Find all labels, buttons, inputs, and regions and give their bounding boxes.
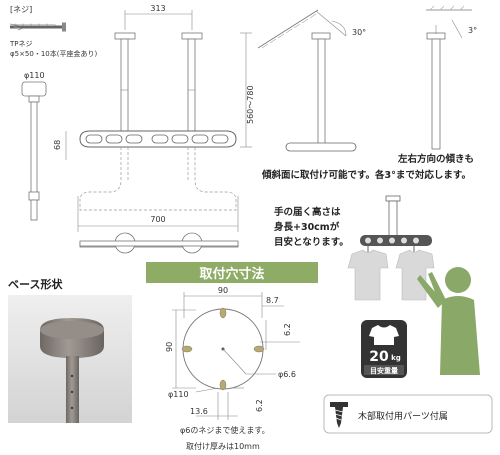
mount-hole	[219, 307, 227, 319]
note-thickness: 取付け厚みは10mm	[186, 441, 260, 451]
side-pole	[30, 101, 38, 195]
screw-icon	[9, 22, 66, 32]
wood-screw-icon	[330, 402, 348, 428]
wood-parts-section: 木部取付用パーツ付属	[323, 394, 493, 434]
mount-hole	[219, 379, 227, 391]
dim-90-side: 90	[165, 342, 174, 352]
right-pole	[187, 38, 196, 135]
dim-90-top: 90	[218, 286, 228, 295]
load-label: 目安重量	[370, 366, 398, 375]
screw-section: [ネジ] TPネジ φ5×50・10本(平座金あり)	[9, 5, 97, 58]
base-shape-section: ベース形状	[8, 277, 132, 423]
reach-illustration: 手の届く高さは 身長+30cmが 目安となります。	[274, 195, 480, 375]
angle-view: 30° 3° 左右方向の傾きも 傾斜面に取付け可能です。各3°まで対応します。	[257, 5, 477, 181]
dim-110: φ110	[168, 390, 189, 399]
mount-hole	[253, 345, 265, 353]
load-value: 20	[369, 349, 389, 365]
load-badge: 20 kg 目安重量	[361, 320, 407, 378]
mount-holes-header	[146, 262, 318, 283]
reach-line-3: 目安となります。	[274, 236, 349, 248]
left-pole	[120, 38, 129, 135]
dim-560-780: 560〜780	[246, 85, 255, 124]
tilt-note-2: 傾斜面に取付け可能です。各3°まで対応します。	[261, 169, 471, 181]
base-shape-title: ベース形状	[8, 277, 63, 291]
screw-spec-2: φ5×50・10本(平座金あり)	[10, 49, 97, 58]
mount-holes-title: 取付穴寸法	[199, 266, 264, 282]
sloped-ceiling	[257, 9, 319, 49]
dim-6-6: φ6.6	[278, 370, 296, 379]
base-diameter-label: φ110	[24, 71, 45, 80]
slope-angle: 30°	[352, 28, 366, 37]
hanger-arm	[79, 130, 237, 148]
tilt-pole	[431, 38, 441, 150]
screw-label: [ネジ]	[10, 5, 32, 14]
reach-line-1: 手の届く高さは	[274, 206, 341, 218]
dim-13-6: 13.6	[190, 407, 208, 416]
reach-hanger-arm	[360, 235, 432, 246]
shirt-icon	[369, 325, 399, 345]
dim-6-2-a: 6.2	[283, 323, 292, 336]
dim-6-2-b: 6.2	[255, 399, 264, 412]
screw-spec-1: TPネジ	[9, 40, 33, 48]
dim-313: 313	[150, 4, 165, 13]
wood-parts-label: 木部取付用パーツ付属	[358, 410, 448, 422]
note-screw: φ6のネジまで使えます。	[180, 425, 270, 435]
front-view: 313 68 560〜780	[53, 4, 255, 254]
angle-pole	[317, 38, 326, 150]
load-unit: kg	[391, 354, 401, 362]
person-icon	[417, 267, 480, 375]
ceiling-base-cap	[21, 81, 47, 97]
dim-68: 68	[53, 140, 62, 150]
tilt-angle: 3°	[468, 26, 477, 35]
side-view: φ110	[21, 71, 47, 221]
reach-line-2: 身長+30cmが	[274, 221, 340, 233]
dim-700: 700	[150, 215, 165, 224]
shirt-icon	[347, 249, 389, 301]
tilt-note-1: 左右方向の傾きも	[397, 153, 474, 165]
mount-hole	[181, 345, 193, 353]
dim-8-7: 8.7	[266, 296, 279, 305]
mount-holes-section: 取付穴寸法 90 90 8.7 6.2 φ6.6 φ110	[146, 262, 318, 451]
